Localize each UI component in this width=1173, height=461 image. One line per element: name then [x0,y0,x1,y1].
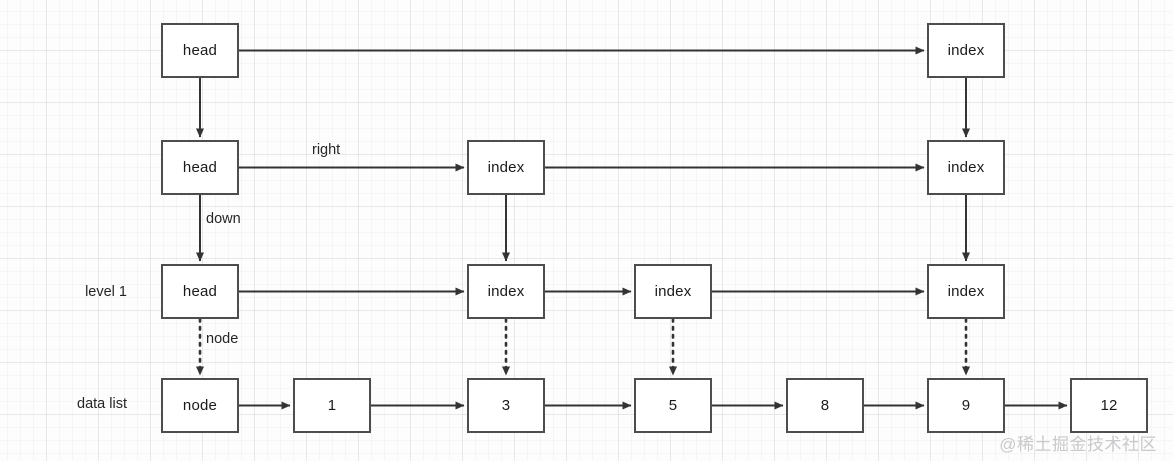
node-index-level2-right[interactable]: index [927,140,1005,195]
node-data-head[interactable]: node [161,378,239,433]
node-data-8[interactable]: 8 [786,378,864,433]
node-data-3[interactable]: 3 [467,378,545,433]
node-data-5[interactable]: 5 [634,378,712,433]
node-index-level1-5[interactable]: index [634,264,712,319]
watermark: @稀土掘金技术社区 [999,435,1157,454]
row-label-data-list: data list [77,396,127,412]
edge-label-right: right [312,142,341,158]
node-index-level1-3[interactable]: index [467,264,545,319]
node-head-top[interactable]: head [161,23,239,78]
node-data-9[interactable]: 9 [927,378,1005,433]
node-head-level2[interactable]: head [161,140,239,195]
node-head-level1[interactable]: head [161,264,239,319]
edge-label-node: node [206,331,239,347]
node-data-1[interactable]: 1 [293,378,371,433]
node-index-top-right[interactable]: index [927,23,1005,78]
edge-label-down: down [206,211,241,227]
node-index-level2-mid[interactable]: index [467,140,545,195]
row-label-level-1: level 1 [85,284,127,300]
node-index-level1-9[interactable]: index [927,264,1005,319]
node-data-12[interactable]: 12 [1070,378,1148,433]
